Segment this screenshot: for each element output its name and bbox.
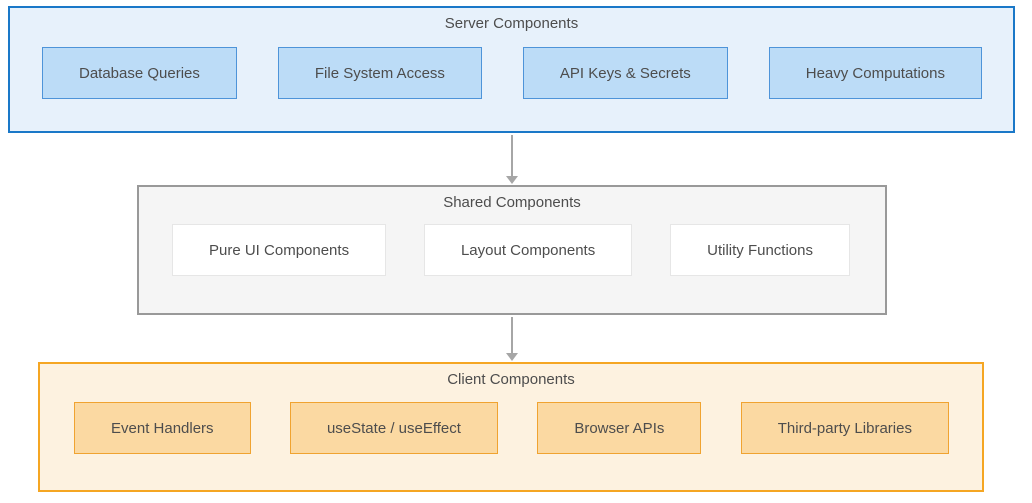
server-components-title: Server Components (444, 15, 579, 32)
node-database-queries: Database Queries (42, 47, 237, 99)
node-third-party-libraries: Third-party Libraries (740, 402, 949, 454)
node-usestate-useeffect: useState / useEffect (289, 402, 498, 454)
arrow-line (511, 135, 513, 176)
arrow-server-to-shared (505, 135, 519, 184)
arrow-shared-to-client (505, 317, 519, 361)
arrow-down-icon (506, 353, 518, 361)
client-components-title: Client Components (447, 371, 575, 388)
node-event-handlers: Event Handlers (74, 402, 251, 454)
shared-components-title: Shared Components (443, 194, 581, 211)
client-components-items: Event Handlers useState / useEffect Brow… (74, 402, 949, 454)
node-pure-ui-components: Pure UI Components (172, 224, 387, 276)
node-api-keys-secrets: API Keys & Secrets (522, 47, 728, 99)
node-file-system-access: File System Access (277, 47, 482, 99)
server-components-items: Database Queries File System Access API … (42, 47, 982, 99)
node-heavy-computations: Heavy Computations (768, 47, 982, 99)
node-browser-apis: Browser APIs (537, 402, 702, 454)
node-utility-functions: Utility Functions (670, 224, 850, 276)
shared-components-group: Shared Components Pure UI Components Lay… (137, 185, 887, 315)
node-layout-components: Layout Components (423, 224, 633, 276)
server-components-group: Server Components Database Queries File … (8, 6, 1015, 133)
arrow-down-icon (506, 176, 518, 184)
arrow-line (511, 317, 513, 353)
shared-components-items: Pure UI Components Layout Components Uti… (172, 224, 850, 276)
client-components-group: Client Components Event Handlers useStat… (38, 362, 984, 492)
